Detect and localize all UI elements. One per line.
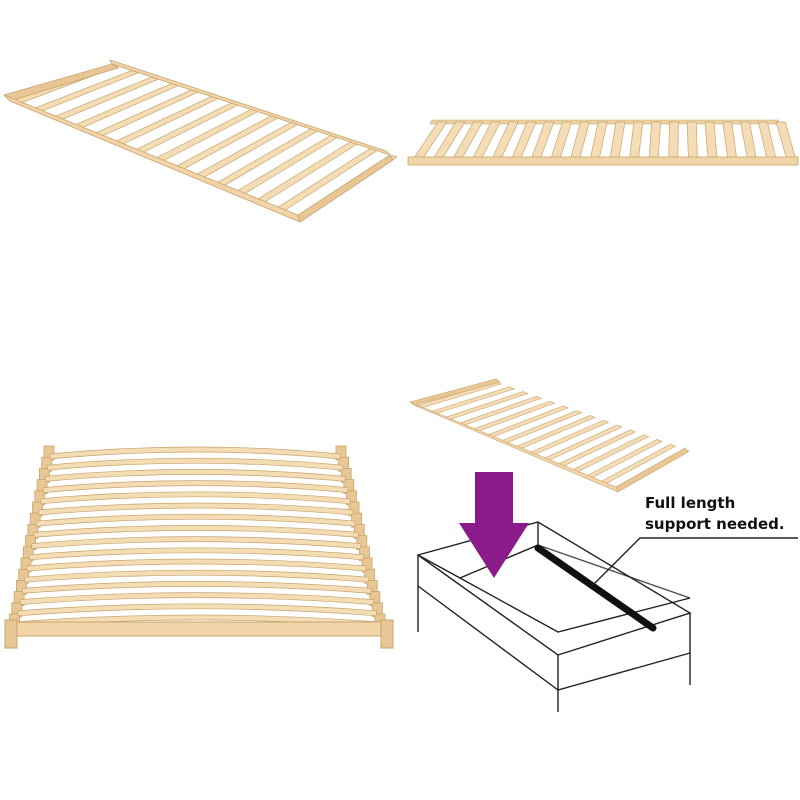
frame-front-rail <box>9 621 391 637</box>
slat <box>26 558 367 572</box>
slat <box>775 121 796 159</box>
slat <box>28 547 364 561</box>
center-support-beam <box>534 544 657 632</box>
bed-frame-outline <box>416 521 692 712</box>
frame-rail-back <box>109 59 391 156</box>
slat <box>531 121 555 159</box>
down-arrow-icon <box>459 472 529 578</box>
slat <box>686 121 698 159</box>
slat <box>33 525 359 538</box>
installation-diagram <box>409 378 798 712</box>
frame-rail-long <box>3 94 301 223</box>
slat <box>35 513 356 527</box>
slat <box>42 480 349 493</box>
slat <box>19 592 375 605</box>
slat <box>49 446 341 460</box>
slat-group <box>413 121 796 159</box>
slat <box>589 121 608 159</box>
slat <box>609 121 626 159</box>
annotation-leader-line <box>592 537 798 586</box>
frame-end-left <box>4 619 18 649</box>
slat <box>629 121 644 159</box>
slat <box>570 121 590 159</box>
slat <box>38 502 354 516</box>
slat <box>757 121 777 159</box>
slatted-base-small-image <box>409 378 690 493</box>
side-rail-group <box>9 445 386 629</box>
slat <box>31 536 362 549</box>
slat <box>47 457 343 471</box>
slat <box>648 121 661 159</box>
slat <box>45 469 346 482</box>
slatted-base-side-image <box>407 119 799 166</box>
frame-rail-right <box>297 154 394 223</box>
slat <box>722 121 737 159</box>
slat <box>22 581 372 594</box>
frame-end-right <box>380 619 394 649</box>
slat <box>17 603 377 617</box>
slat-group <box>13 63 398 221</box>
slat <box>24 569 369 583</box>
annotation-line-2: support needed. <box>645 515 785 533</box>
slat-group <box>15 446 380 628</box>
slatted-base-front-image <box>4 445 394 649</box>
frame-front-rail <box>407 156 799 166</box>
slatted-base-angled-image <box>3 59 398 223</box>
slat <box>550 121 573 159</box>
slat <box>668 121 679 159</box>
annotation-line-1: Full length <box>645 494 736 512</box>
slat <box>740 121 757 159</box>
slat <box>40 491 351 505</box>
slat <box>704 121 718 159</box>
annotation-text: Full length support needed. <box>645 493 785 535</box>
